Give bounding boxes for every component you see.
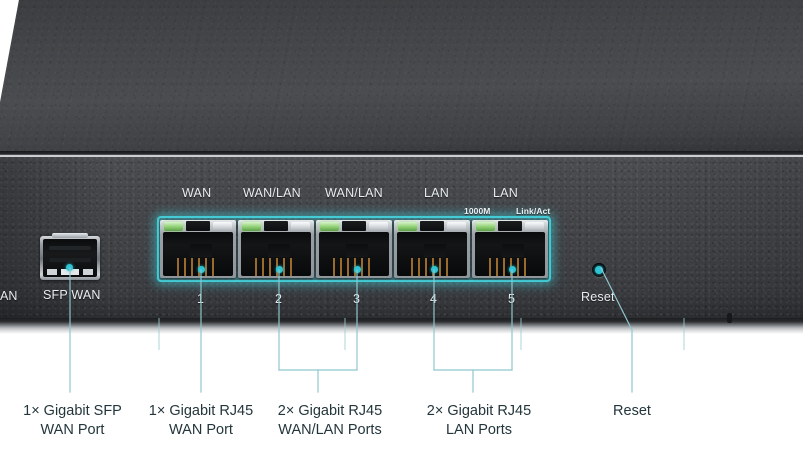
caption-rj45-wanlan-line1: 2× Gigabit RJ45 (277, 403, 383, 419)
port-number-5: 5 (508, 292, 515, 306)
led-linkact-port-2 (291, 222, 310, 231)
chassis-notch (727, 313, 732, 323)
sfp-wan-port[interactable] (40, 233, 100, 280)
reset-button[interactable] (592, 263, 606, 277)
caption-rj45-lan: 2× Gigabit RJ45 LAN Ports (407, 402, 551, 440)
rj45-key-notch-1 (190, 244, 212, 257)
lid-face-seam (0, 151, 803, 157)
caption-sfp-wan-line2: WAN Port (40, 422, 105, 438)
device-drop-shadow-fade (0, 326, 803, 366)
port-4-callout-dot (431, 266, 438, 273)
rj45-top-shelf (264, 221, 288, 231)
rj45-port-5[interactable] (472, 220, 548, 278)
reset-label: Reset (581, 290, 615, 304)
led-1000m-port-1 (164, 222, 183, 231)
rj45-top-shelf (186, 221, 210, 231)
caption-rj45-lan-line1: 2× Gigabit RJ45 (426, 403, 532, 419)
port-number-2: 2 (275, 292, 282, 306)
rj45-port-1[interactable] (160, 220, 236, 278)
caption-rj45-wan: 1× Gigabit RJ45 WAN Port (130, 402, 272, 440)
led-1000m-port-2 (242, 222, 261, 231)
caption-rj45-lan-line2: LAN Ports (445, 422, 513, 438)
sfp-cage-frame (40, 236, 100, 280)
port-3-callout-dot (354, 266, 361, 273)
led-legend-linkact: Link/Act (516, 206, 551, 216)
caption-rj45-wan-line1: 1× Gigabit RJ45 (148, 403, 254, 419)
port-group-label-wanlan-1: WAN/LAN (243, 186, 301, 200)
caption-rj45-wanlan-line2: WAN/LAN Ports (278, 422, 382, 438)
sfp-wan-label: SFP WAN (43, 288, 101, 302)
device-front-face (0, 157, 803, 320)
router-device: AN SFP WAN (0, 0, 803, 334)
port-group-label-lan-2: LAN (493, 186, 518, 200)
caption-rj45-wan-line2: WAN Port (169, 422, 233, 438)
rj45-key-notch-5 (502, 244, 524, 257)
caption-reset-line1: Reset (613, 403, 651, 419)
rj45-top-shelf (342, 221, 366, 231)
sfp-top-tab (52, 233, 88, 238)
led-1000m-port-4 (398, 222, 417, 231)
port-group-label-wanlan-2: WAN/LAN (325, 186, 383, 200)
device-top-lid (0, 0, 803, 156)
led-linkact-port-1 (213, 222, 232, 231)
port-1-callout-dot (198, 266, 205, 273)
port-2-callout-dot (276, 266, 283, 273)
sfp-cage-opening (43, 239, 97, 277)
led-1000m-port-3 (320, 222, 339, 231)
led-legend-1000m: 1000M (464, 206, 491, 216)
port-number-3: 3 (353, 292, 360, 306)
caption-sfp-wan: 1× Gigabit SFP WAN Port (0, 402, 145, 440)
edge-label-partial: AN (0, 289, 18, 303)
rj45-key-notch-3 (346, 244, 368, 257)
rj45-top-shelf (420, 221, 444, 231)
led-linkact-port-5 (525, 222, 544, 231)
port-number-1: 1 (197, 292, 204, 306)
rj45-key-notch-4 (424, 244, 446, 257)
sfp-callout-dot (66, 264, 73, 271)
caption-rj45-wanlan: 2× Gigabit RJ45 WAN/LAN Ports (258, 402, 402, 440)
port-group-label-wan: WAN (182, 186, 212, 200)
port-5-callout-dot (509, 266, 516, 273)
caption-sfp-wan-line1: 1× Gigabit SFP (23, 403, 122, 419)
port-group-label-lan-1: LAN (424, 186, 449, 200)
rj45-port-2[interactable] (238, 220, 314, 278)
led-linkact-port-4 (447, 222, 466, 231)
lid-texture (0, 0, 803, 156)
led-linkact-port-3 (369, 222, 388, 231)
rj45-key-notch-2 (268, 244, 290, 257)
rj45-top-shelf (498, 221, 522, 231)
port-number-4: 4 (430, 292, 437, 306)
led-1000m-port-5 (476, 222, 495, 231)
caption-reset: Reset (572, 402, 692, 421)
